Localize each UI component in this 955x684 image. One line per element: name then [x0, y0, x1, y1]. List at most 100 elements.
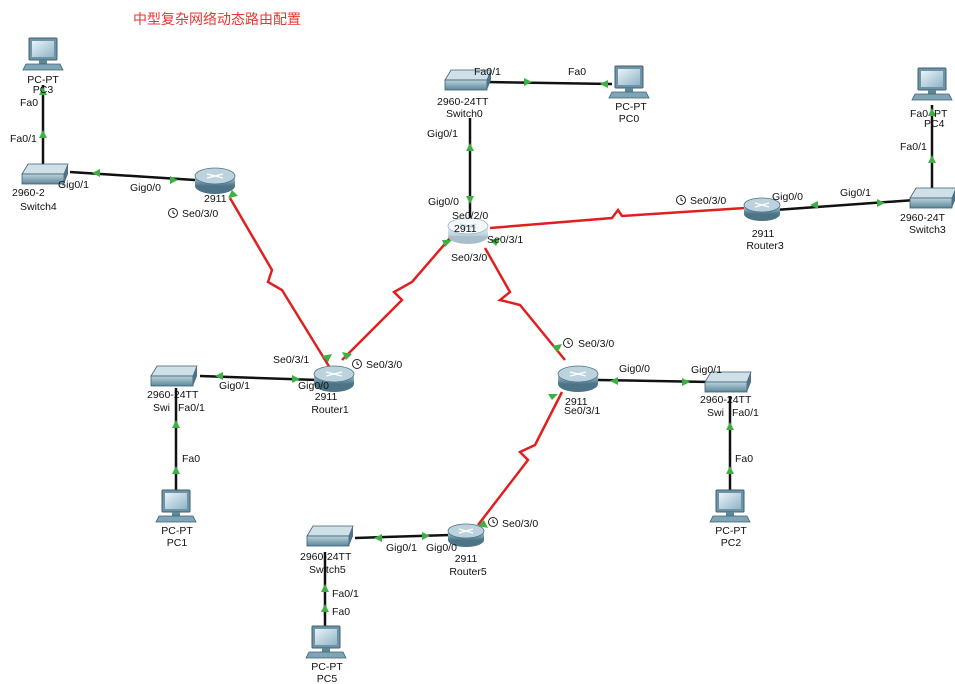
router3-port-se030: Se0/3/0: [690, 195, 726, 207]
diagram-title: 中型复杂网络动态路由配置: [133, 12, 301, 28]
link-router0-router1[interactable]: [341, 237, 451, 361]
switch0-device[interactable]: [444, 69, 492, 91]
switch5-device[interactable]: [306, 525, 354, 547]
switch5-model-label: 2960-24TT: [300, 551, 352, 563]
pc-icon: [709, 489, 751, 523]
router-icon: [557, 365, 599, 392]
router4-port-se030: Se0/3/0: [182, 208, 218, 220]
pc-icon: [305, 625, 347, 659]
router5-port-se030: Se0/3/0: [502, 518, 538, 530]
switch4-port-fa01: Fa0/1: [10, 133, 37, 145]
router0-port-se020: Se0/2/0: [452, 210, 488, 222]
pc4-device[interactable]: [911, 67, 953, 101]
router2-model-label: 2911: [565, 396, 588, 408]
switch5-port-fa01: Fa0/1: [332, 588, 359, 600]
pc0-model-label: PC-PT: [615, 101, 647, 113]
clock-icon: [168, 208, 178, 218]
link-up-triangle-icon: [490, 238, 500, 246]
link-up-triangle-icon: [466, 143, 474, 151]
link-up-triangle-icon: [466, 196, 474, 204]
pc4-port-fa0: Fa0: [910, 108, 928, 120]
switch0-model-label: 2960-24TT: [437, 96, 489, 108]
link-up-triangle-icon: [810, 201, 818, 209]
pc5-port-fa0: Fa0: [332, 606, 350, 618]
pc1-device[interactable]: [155, 489, 197, 523]
switch-icon: [704, 371, 752, 393]
router5-device[interactable]: [447, 523, 485, 547]
link-up-triangle-icon: [442, 240, 452, 247]
router1-model-label: 2911: [315, 391, 338, 403]
clock-icon: [352, 359, 362, 369]
switch3-port-fa01: Fa0/1: [900, 141, 927, 153]
labels-layer: PC-PT PC3 Fa0 Fa0/1 2960-2 Switch4 Gig0/…: [10, 66, 948, 684]
router0-port-se030: Se0/3/0: [451, 252, 487, 264]
pc5-name-label: PC5: [317, 673, 338, 684]
clock-icon: [488, 517, 498, 527]
router4-port-gig00: Gig0/0: [130, 182, 161, 194]
link-up-triangle-icon: [321, 584, 329, 592]
switch-icon: [909, 187, 955, 209]
router2-port-se031: Se0/3/1: [564, 405, 600, 417]
link-up-triangle-icon: [228, 190, 238, 198]
link-up-triangle-icon: [478, 520, 488, 528]
switch5-name-label: Switch5: [309, 564, 346, 576]
switch1-device[interactable]: [150, 365, 198, 387]
router3-port-gig00: Gig0/0: [772, 191, 803, 203]
link-up-triangle-icon: [682, 378, 690, 386]
switch1-name-label: Swi: [153, 402, 170, 414]
pc2-name-label: PC2: [721, 537, 742, 549]
link-up-triangle-icon: [322, 354, 332, 362]
link-router2-router5[interactable]: [477, 391, 564, 526]
link-up-triangle-icon: [726, 422, 734, 430]
link-up-triangle-icon: [342, 352, 352, 360]
clock-icon: [676, 195, 686, 205]
router1-device[interactable]: [313, 365, 355, 392]
router1-name-label: Router1: [311, 404, 349, 416]
link-router0-router2[interactable]: [483, 247, 566, 361]
link-router0-router3[interactable]: [489, 206, 746, 230]
link-up-triangle-icon: [928, 155, 936, 163]
link-status-layer: [39, 78, 936, 612]
link-up-triangle-icon: [39, 87, 47, 95]
pc1-name-label: PC1: [167, 537, 188, 549]
pc0-device[interactable]: [608, 65, 650, 99]
router2-device[interactable]: [557, 365, 599, 392]
router1-port-se031: Se0/3/1: [273, 354, 309, 366]
switch1-port-fa01: Fa0/1: [178, 402, 205, 414]
link-up-triangle-icon: [170, 176, 178, 184]
switch-icon: [150, 365, 198, 387]
link-router4-router1[interactable]: [228, 197, 332, 369]
pc4-model-label: PT: [934, 108, 948, 120]
clock-icon: [563, 338, 573, 348]
router3-model-label: 2911: [752, 228, 775, 240]
pc4-name-label: PC4: [924, 118, 945, 130]
pc2-device[interactable]: [709, 489, 751, 523]
router-icon: [447, 217, 489, 244]
link-switch5-router5[interactable]: [354, 533, 451, 540]
router0-device[interactable]: [447, 217, 489, 244]
pc1-model-label: PC-PT: [161, 525, 193, 537]
router4-model-label: 2911: [204, 193, 227, 205]
router5-port-gig00: Gig0/0: [426, 542, 457, 554]
pc5-device[interactable]: [305, 625, 347, 659]
router4-device[interactable]: [194, 167, 236, 194]
router-icon: [194, 167, 236, 194]
link-up-triangle-icon: [172, 466, 180, 474]
link-up-triangle-icon: [215, 372, 223, 380]
link-router3-switch3[interactable]: [774, 198, 916, 212]
router5-name-label: Router5: [449, 566, 487, 578]
switch3-device[interactable]: [909, 187, 955, 209]
link-up-triangle-icon: [422, 532, 430, 540]
link-up-triangle-icon: [39, 130, 47, 138]
switch4-model-label: 2960-2: [12, 187, 45, 199]
pc3-device[interactable]: [22, 37, 64, 71]
switch3-port-gig01: Gig0/1: [840, 187, 871, 199]
link-up-triangle-icon: [374, 534, 382, 542]
switch2-model-label: 2960-24TT: [700, 394, 752, 406]
router3-name-label: Router3: [746, 240, 784, 252]
link-switch0-pc0[interactable]: [484, 80, 613, 86]
switch2-device[interactable]: [704, 371, 752, 393]
router2-port-gig00: Gig0/0: [619, 363, 650, 375]
switch4-device[interactable]: [21, 163, 69, 185]
router3-device[interactable]: [743, 197, 781, 221]
